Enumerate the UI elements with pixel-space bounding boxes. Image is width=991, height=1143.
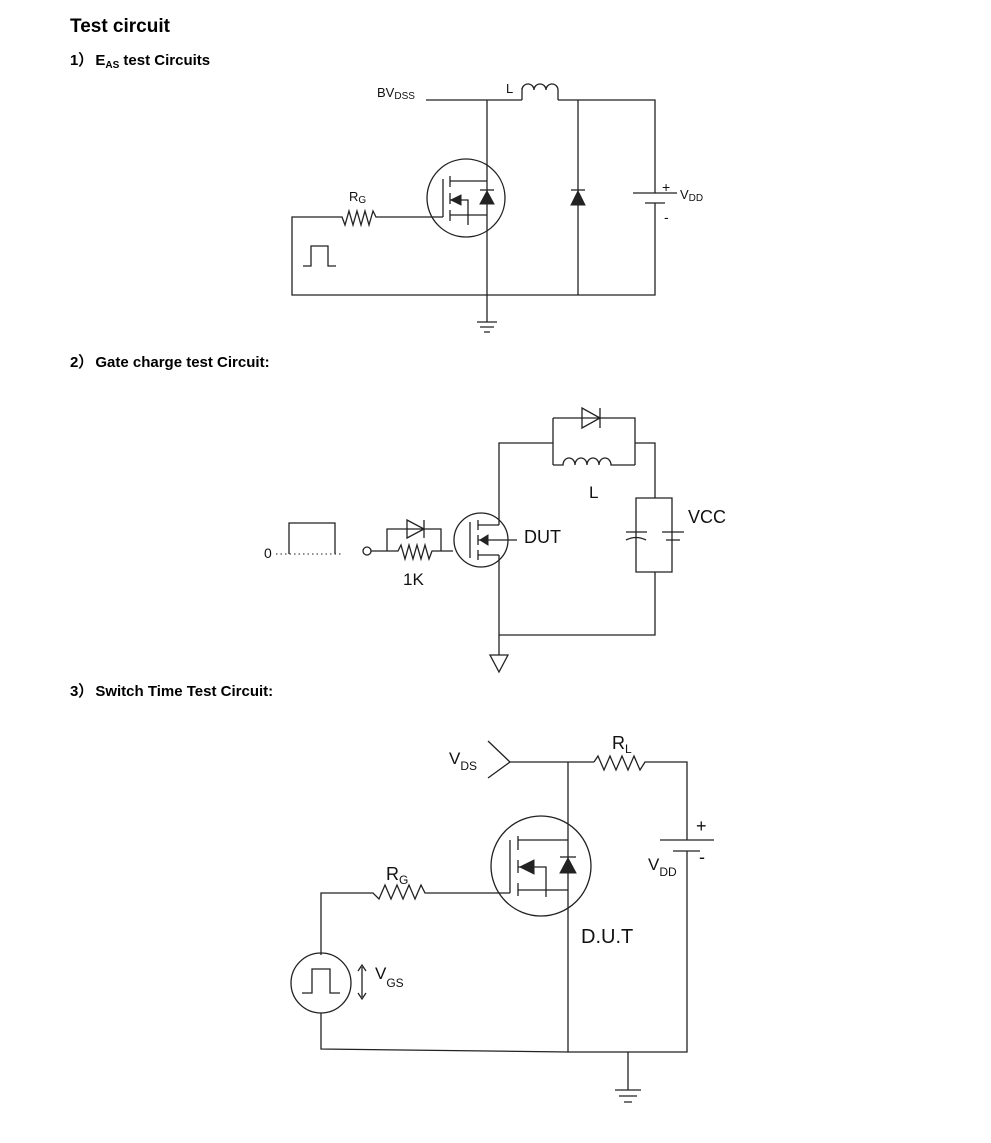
vdd-minus: -: [664, 209, 669, 225]
ground-icon: [488, 635, 510, 674]
section-number: 1）: [70, 52, 94, 69]
vdd-label: VDD: [680, 187, 703, 204]
vcc-cap-icon: [625, 531, 647, 541]
dut-arrow-icon: [479, 534, 489, 546]
inductor-coil: [553, 457, 635, 466]
vdd-label: VDD: [648, 855, 677, 879]
vcc-battery-icon: [662, 531, 684, 541]
vds-label: VDS: [449, 749, 477, 773]
vcc-frame: [635, 497, 673, 573]
rg-label: RG: [349, 189, 366, 206]
vgs-source-circle: [290, 952, 352, 1014]
dut-wires: [498, 442, 656, 636]
rl-resistor: [593, 754, 688, 840]
bvdss-label: BVDSS: [377, 85, 415, 102]
vdd-minus: -: [699, 847, 705, 867]
section-label-sub: AS: [105, 60, 120, 71]
inductor-diode-icon: [581, 406, 602, 430]
mosfet-body: [442, 165, 488, 230]
section-label-rest: test Circuits: [119, 52, 211, 69]
dut-label: D.U.T: [581, 926, 633, 948]
vdd-plus: +: [662, 179, 670, 195]
wire-top-right: [558, 99, 656, 193]
ground-icon: [615, 1052, 641, 1103]
vgs-return-wire: [320, 1013, 569, 1053]
freewheel-diode-icon: [570, 189, 586, 206]
section-heading-gate-charge: 2）Gate charge test Circuit:: [70, 351, 270, 372]
vgs-arrow-icon: [357, 963, 367, 1001]
vcc-label: VCC: [688, 507, 726, 527]
rg-resistor: [320, 883, 510, 955]
zero-label: 0: [264, 545, 272, 561]
mosfet-arrow-icon: [449, 194, 462, 206]
page-title: Test circuit: [70, 16, 170, 37]
mosfet-circle: [426, 158, 506, 238]
rl-label: RL: [612, 733, 632, 756]
section-heading-switch-time: 3）Switch Time Test Circuit:: [70, 680, 273, 701]
section-label-main: Gate charge test Circuit:: [95, 354, 270, 371]
pulse-icon: [303, 245, 336, 267]
switch-time-circuit: VDS RL + VDD - D.U.T RG VGS: [290, 733, 714, 1103]
section-heading-eas: 1）EAS test Circuits: [70, 49, 210, 71]
vdd-battery-icon: [568, 839, 714, 1053]
gate-pulse-icon: [288, 522, 336, 554]
dut-label: DUT: [524, 527, 561, 547]
dut-body: [469, 520, 517, 560]
gate-diode-icon: [406, 518, 426, 540]
vgs-label: VGS: [375, 964, 404, 990]
input-terminal: [362, 546, 372, 556]
body-diode-icon: [479, 189, 495, 205]
gate-resistor-loop: [291, 208, 656, 296]
vdd-plus: +: [696, 816, 707, 836]
dut-body: [509, 762, 569, 1052]
gate-resistor-diode: [371, 528, 453, 562]
gate-charge-circuit: 0 1K DUT L VCC: [264, 406, 726, 674]
section-label-main: E: [95, 52, 106, 69]
resistor-label-1k: 1K: [403, 570, 424, 589]
ground-icon: [477, 321, 497, 333]
vgs-pulse-icon: [302, 968, 340, 994]
inductor-label: L: [589, 483, 598, 502]
eas-test-circuit: BVDSS L RG + VDD -: [291, 81, 703, 333]
dut-arrow-icon: [518, 859, 535, 875]
section-number: 3）: [70, 683, 94, 700]
vdd-battery-icon: [633, 192, 677, 212]
section-number: 2）: [70, 354, 94, 371]
dut-circle: [490, 815, 592, 917]
vds-terminal-icon: [487, 740, 594, 779]
rg-label: RG: [386, 864, 408, 887]
dut-diode-icon: [559, 856, 577, 874]
inductor-label: L: [506, 81, 513, 96]
inductor-frame: [552, 417, 656, 498]
section-label-main: Switch Time Test Circuit:: [95, 683, 274, 700]
inductor-coil: [521, 83, 559, 100]
